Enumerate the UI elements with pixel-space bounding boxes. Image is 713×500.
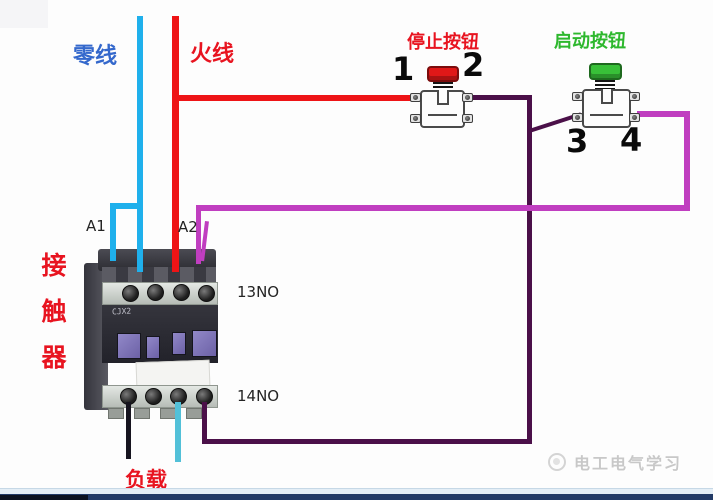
contactor-screw <box>147 284 164 301</box>
contactor-indicator-pad <box>117 333 141 359</box>
wire-control-bottom-to-14no <box>202 439 532 444</box>
bottom-dark-left-segment <box>0 495 88 500</box>
stop-terminal-lug-lower-left <box>410 114 421 123</box>
contactor-indicator-pad <box>146 336 160 359</box>
wire-live-branch-to-stop-button <box>177 95 422 101</box>
wire-magenta-hairpin-to-a2 <box>196 208 201 264</box>
start-button-label: 启动按钮 <box>554 31 626 52</box>
live-wire-label: 火线 <box>190 42 235 67</box>
contactor-indicator-pad <box>192 330 217 357</box>
contactor-foot <box>108 408 124 419</box>
stop-terminal-lug-lower-right <box>462 114 473 123</box>
wire-control-vertical-junction <box>527 95 532 444</box>
wire-magenta-long-horizontal <box>196 205 690 211</box>
neutral-wire-label: 零线 <box>73 44 118 69</box>
coil-a2-label: A2 <box>178 218 198 236</box>
contactor-device: CJX2 <box>84 249 221 421</box>
coil-a1-label: A1 <box>86 217 106 235</box>
start-terminal-lug-upper-right <box>629 92 640 101</box>
wire-magenta-right-vertical <box>684 111 690 211</box>
stop-button-contact-bar <box>428 114 457 116</box>
corner-artifact <box>0 0 48 28</box>
contactor-foot <box>160 408 176 419</box>
contactor-screw <box>198 285 215 302</box>
bottom-light-bar <box>0 488 713 494</box>
aux-13no-label: 13NO <box>237 283 280 301</box>
start-button-body <box>582 89 631 128</box>
start-terminal-3-number: 3 <box>566 122 589 160</box>
stop-terminal-lug-2 <box>462 93 473 102</box>
contactor-indicator-pad <box>172 332 186 355</box>
start-button-spring <box>595 78 615 90</box>
stop-terminal-1-number: 1 <box>392 50 415 88</box>
wire-magenta-from-start-terminal4 <box>637 111 689 117</box>
contactor-foot <box>186 408 202 419</box>
contactor-screw <box>122 285 139 302</box>
start-button-contact-bar <box>590 114 623 116</box>
contactor-screw <box>173 284 190 301</box>
stop-button-label: 停止按钮 <box>407 32 479 53</box>
wire-control-14no-vertical <box>202 402 207 442</box>
stop-button-spring <box>433 80 453 92</box>
watermark-circle-logo-icon <box>548 453 566 471</box>
contactor-marking: CJX2 <box>111 306 132 317</box>
contactor-label: 接触器 <box>38 252 67 390</box>
start-terminal-lug-upper-left <box>572 92 583 101</box>
wire-neutral-branch-vertical <box>110 203 116 261</box>
contactor-screw <box>145 388 162 405</box>
start-terminal-lug-3 <box>572 113 583 122</box>
contactor-top-cap <box>98 249 216 271</box>
aux-14no-label: 14NO <box>237 387 280 405</box>
wire-load-cyan <box>175 402 181 462</box>
wire-neutral-branch-horizontal <box>110 203 143 209</box>
wire-live-vertical <box>172 16 179 272</box>
stop-terminal-lug-1 <box>410 93 421 102</box>
stop-terminal-2-number: 2 <box>462 46 485 84</box>
watermark: 电工电气学习 <box>548 450 682 474</box>
watermark-text: 电工电气学习 <box>574 454 683 473</box>
wire-load-black <box>126 402 131 459</box>
start-button-plunger <box>600 89 613 104</box>
wire-neutral-vertical <box>137 16 143 272</box>
contactor-foot <box>134 408 150 419</box>
start-terminal-4-number: 4 <box>620 121 643 159</box>
stop-button-body <box>420 90 465 128</box>
bottom-navy-bar <box>0 494 713 500</box>
contactor-coil-terminal-row <box>102 267 216 285</box>
stop-button-plunger <box>436 90 449 105</box>
wire-control-stop-to-junction <box>468 95 532 100</box>
start-terminal-lug-4 <box>629 113 640 122</box>
